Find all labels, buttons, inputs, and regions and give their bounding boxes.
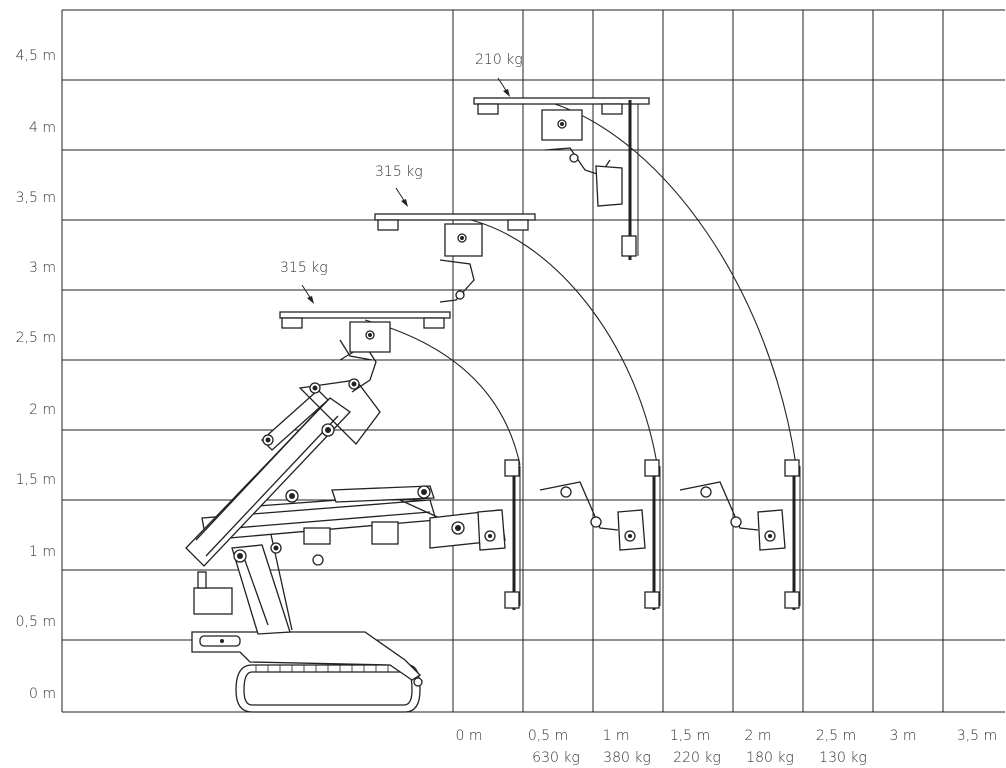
capacity-label: 630 kg	[532, 750, 580, 766]
x-tick-label: 0,5 m	[528, 728, 568, 744]
load-label-upper: 315 kg	[375, 164, 423, 180]
y-tick-label: 2,5 m	[16, 330, 56, 346]
y-tick-label: 4,5 m	[16, 48, 56, 64]
x-tick-label: 3,5 m	[957, 728, 997, 744]
y-tick-label: 3 m	[29, 260, 56, 276]
load-label-top: 210 kg	[475, 52, 523, 68]
x-tick-label: 1 m	[603, 728, 630, 744]
x-axis-labels: 0 m 0,5 m 1 m 1,5 m 2 m 2,5 m 3 m 3,5 m	[456, 728, 998, 744]
y-axis-labels: 4,5 m 4 m 3,5 m 3 m 2,5 m 2 m 1,5 m 1 m …	[16, 48, 56, 702]
y-tick-label: 4 m	[29, 120, 56, 136]
load-label-lower: 315 kg	[280, 260, 328, 276]
x-tick-label: 2 m	[745, 728, 772, 744]
capacity-label: 180 kg	[746, 750, 794, 766]
capacity-labels: 630 kg 380 kg 220 kg 180 kg 130 kg	[532, 750, 867, 766]
lifter-heads-horizontal	[279, 97, 650, 361]
x-tick-label: 0 m	[456, 728, 483, 744]
capacity-label: 220 kg	[673, 750, 721, 766]
load-annotations: 210 kg 315 kg 315 kg	[280, 52, 523, 304]
y-tick-label: 0,5 m	[16, 614, 56, 630]
x-tick-label: 2,5 m	[816, 728, 856, 744]
y-tick-label: 1,5 m	[16, 472, 56, 488]
y-tick-label: 0 m	[29, 686, 56, 702]
capacity-label: 380 kg	[603, 750, 651, 766]
y-tick-label: 1 m	[29, 544, 56, 560]
capacity-label: 130 kg	[819, 750, 867, 766]
reach-arcs	[364, 102, 797, 471]
x-tick-label: 1,5 m	[670, 728, 710, 744]
crane-base	[185, 344, 506, 713]
y-tick-label: 2 m	[29, 402, 56, 418]
x-tick-label: 3 m	[890, 728, 917, 744]
y-tick-label: 3,5 m	[16, 190, 56, 206]
lifter-heads-vertical	[477, 459, 801, 610]
